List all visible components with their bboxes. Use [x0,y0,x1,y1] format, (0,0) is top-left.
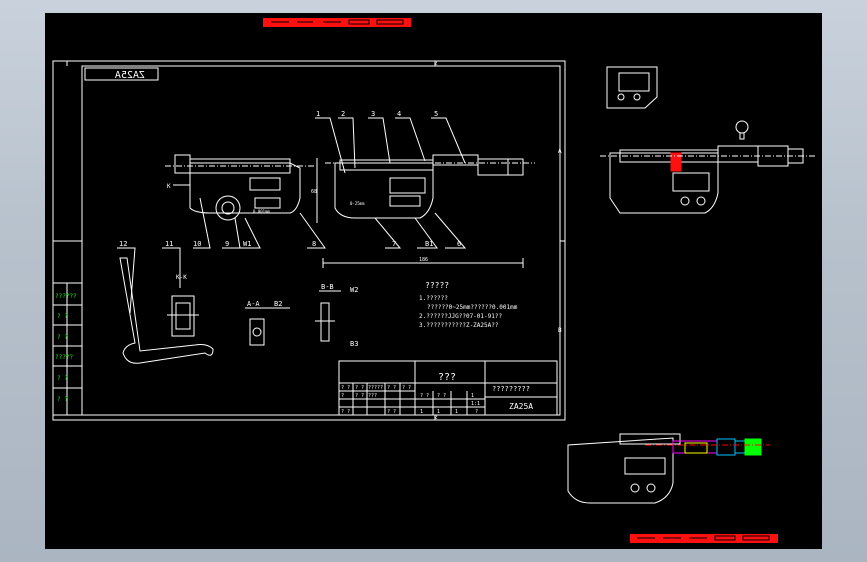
part-labels: 1 2 3 4 5 6 7 B1 8 W1 9 10 11 12 B2 W2 B… [119,110,461,348]
side-info-column: ?????? ? ? ? ? ????? ? ? ? ? [52,282,83,416]
tb-cell-7: ? ? [355,393,364,399]
tb-cell-2: ? ? [355,385,364,391]
micrometer-color-render [567,433,770,504]
tb-cell-11: 1 [471,393,474,399]
section-aa-label: A-A [247,300,260,308]
micrometer-iso-view [600,145,815,214]
title-block: ??? ????????? ZA25A ? ? ? ? ????? ? ? ? … [338,360,558,416]
drawing-canvas[interactable]: 2 2 A B ZA25A ?????? ? ? ? ? ????? ? ? ?… [45,13,822,549]
side-label-3: ? ? [57,334,68,341]
tb-cell-10: ? ? [437,393,446,399]
tb-cell-14: ? ? [387,409,396,415]
part-label-w1: W1 [243,240,251,248]
note-2: ??????0~25mm??????0.001mm [427,304,518,311]
tb-cell-8: ??? [368,393,377,399]
part-label-11: 11 [165,240,173,248]
section-kk-label: K-K [176,274,187,281]
zone-a: A [558,148,562,155]
section-bb-label: B-B [321,283,334,291]
note-4: 3.???????????Z-ZA25A?? [419,322,499,329]
tb-cell-4: ? ? [387,385,396,391]
part-label-w2: W2 [350,286,358,294]
part-label-3: 3 [371,110,375,118]
part-label-b3: B3 [350,340,358,348]
zone-b: B [558,327,562,334]
part-label-b2: B2 [274,300,282,308]
part-label-10: 10 [193,240,201,248]
mirrored-stamp-text: ZA25A [115,70,145,81]
dim-height: 68 [311,189,317,195]
tb-cell-5: ? ? [402,385,411,391]
sheet-number-top: 2 [434,60,438,67]
section-kk: K-K [167,274,199,337]
tb-cell-6: ? [341,393,344,399]
section-aa: A-A [245,300,290,346]
view-k-label: K [167,183,171,190]
side-label-6: ? ? [57,396,68,403]
micrometer-view-left: 0.001mm K [165,154,315,221]
tb-cell-15: 1 [420,409,423,415]
notes-title: ????? [425,281,449,290]
section-bb: B-B [315,283,341,342]
dim-length: 186 [419,257,428,263]
brand-text-main: 0-25mm [350,201,365,206]
org-cell: ????????? [492,385,530,393]
mirrored-stamp: ZA25A [84,67,159,81]
tb-cell-17: 1 [455,409,458,415]
wrench-drawing [119,257,214,364]
sheet-frame: 2 2 A B [52,60,566,421]
part-label-4: 4 [397,110,401,118]
side-label-2: ? ? [57,313,68,320]
micrometer-view-main: 0-25mm 186 68 [311,154,535,268]
tb-cell-9: ? ? [420,393,429,399]
part-label-1: 1 [316,110,320,118]
title-cell: ??? [438,372,456,383]
sheet-number-bottom: 2 [434,414,438,421]
part-label-b1: B1 [425,240,433,248]
thimble-cap-view [735,120,749,140]
tb-cell-13: ? ? [341,409,350,415]
note-1: 1.?????? [419,295,448,302]
top-red-marker [263,18,411,27]
bottom-red-marker [630,534,778,543]
note-3: 2.??????JJG??07-01-91?? [419,313,502,320]
part-label-7: 7 [392,240,396,248]
cad-viewport[interactable]: 2 2 A B ZA25A ?????? ? ? ? ? ????? ? ? ?… [45,13,822,549]
part-label-5: 5 [434,110,438,118]
side-label-4: ????? [55,354,73,361]
side-label-1: ?????? [55,293,77,300]
tb-cell-12: 1:1 [471,401,480,407]
part-label-8: 8 [312,240,316,248]
tb-cell-3: ????? [368,385,383,391]
part-label-2: 2 [341,110,345,118]
part-label-6: 6 [457,240,461,248]
side-label-5: ? ? [57,375,68,382]
technical-notes: ????? 1.?????? ??????0~25mm??????0.001mm… [419,281,518,329]
tb-cell-16: 1 [437,409,440,415]
dial-label-left: 0.001mm [253,209,270,214]
tb-cell-18: ? [475,409,478,415]
part-label-12: 12 [119,240,127,248]
part-label-9: 9 [225,240,229,248]
part-leaders [117,117,467,314]
tb-cell-1: ? ? [341,385,350,391]
display-view-topright [606,66,658,109]
drawing-number: ZA25A [509,402,533,411]
